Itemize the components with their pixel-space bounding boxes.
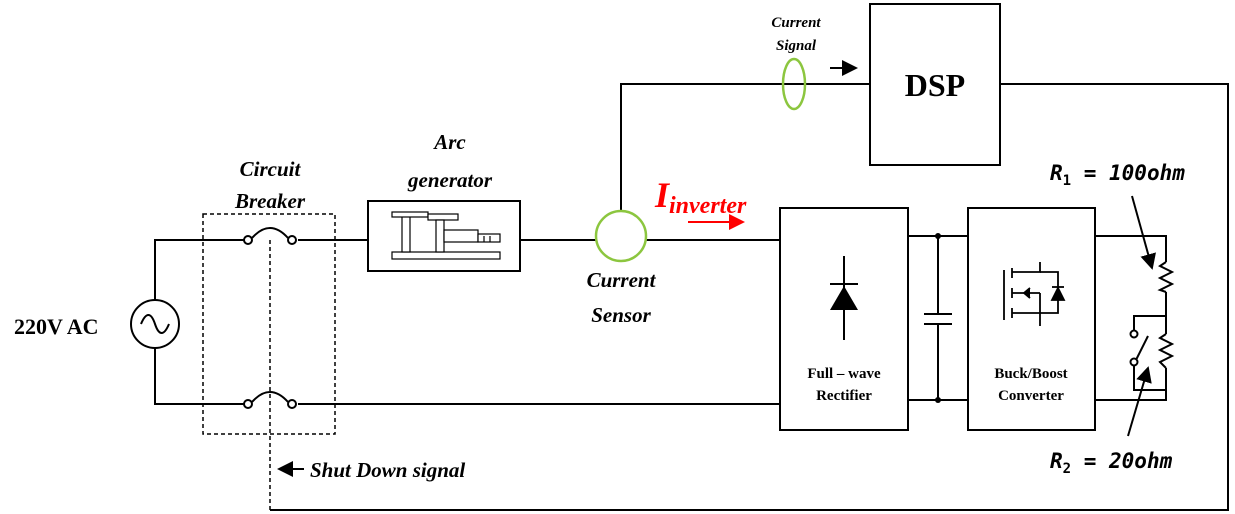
diode-icon [830, 256, 858, 340]
junction-dot [935, 233, 941, 239]
converter-block [967, 207, 1096, 431]
dsp-feedback-wire [270, 83, 1229, 511]
arc-label-line1: Arc [432, 130, 466, 154]
resistor-icon [1157, 333, 1175, 369]
capacitor-icon [924, 313, 952, 325]
r1-pointer [1131, 195, 1156, 270]
r1-subscript: 1 [1063, 173, 1071, 189]
ac-source-icon [130, 299, 180, 349]
signal-label-line2: Signal [776, 38, 817, 54]
r2-subscript: 2 [1063, 461, 1071, 477]
r1-symbol: R [1050, 161, 1063, 185]
source-label: 220V AC [14, 314, 99, 339]
sensor-label-line2: Sensor [591, 303, 651, 327]
r2-label: R2 = 20ohm [1050, 449, 1173, 477]
sensor-label-line1: Current [587, 268, 657, 292]
sensor-signal-wire [620, 83, 870, 212]
wires [154, 83, 1229, 511]
r2-pointer [1127, 366, 1152, 437]
shutdown-label: Shut Down signal [310, 458, 465, 482]
switch-branch-bottom [1133, 364, 1166, 391]
breaker-label-line1: Circuit [240, 157, 302, 181]
circuit-breaker-icon [240, 227, 297, 409]
current-label: Iinverter [654, 175, 747, 219]
source-bottom-wire [154, 348, 240, 405]
arc-label-line2: generator [407, 168, 493, 192]
signal-label-line1: Current [771, 15, 821, 31]
converter-label-line1: Buck/Boost [994, 366, 1067, 382]
arc-generator-icon [391, 211, 501, 260]
output-bottom-wire [1095, 368, 1167, 401]
r2-value: = 20ohm [1071, 449, 1173, 473]
r2-symbol: R [1050, 449, 1063, 473]
current-sensor-icon [594, 209, 648, 263]
source-top-wire [154, 239, 240, 300]
rectifier-label-line2: Rectifier [816, 388, 872, 404]
converter-label-line2: Converter [998, 388, 1064, 404]
switch-icon [1129, 329, 1149, 367]
r1-value: = 100ohm [1071, 161, 1185, 185]
current-label-sub: inverter [669, 193, 747, 219]
circuit-breaker-box [202, 213, 336, 435]
output-top-wire [1095, 235, 1167, 262]
dsp-label: DSP [905, 67, 965, 103]
switch-branch-top [1133, 315, 1166, 330]
breaker-label-line2: Breaker [234, 189, 306, 213]
junction-dot [935, 397, 941, 403]
dsp-block [869, 3, 1001, 166]
current-label-main: I [654, 175, 671, 215]
r1-label: R1 = 100ohm [1050, 161, 1185, 189]
resistor-icon [1157, 261, 1175, 293]
signal-clamp-icon [781, 57, 807, 111]
mosfet-icon [1003, 262, 1066, 326]
rectifier-label-line1: Full – wave [807, 366, 881, 382]
